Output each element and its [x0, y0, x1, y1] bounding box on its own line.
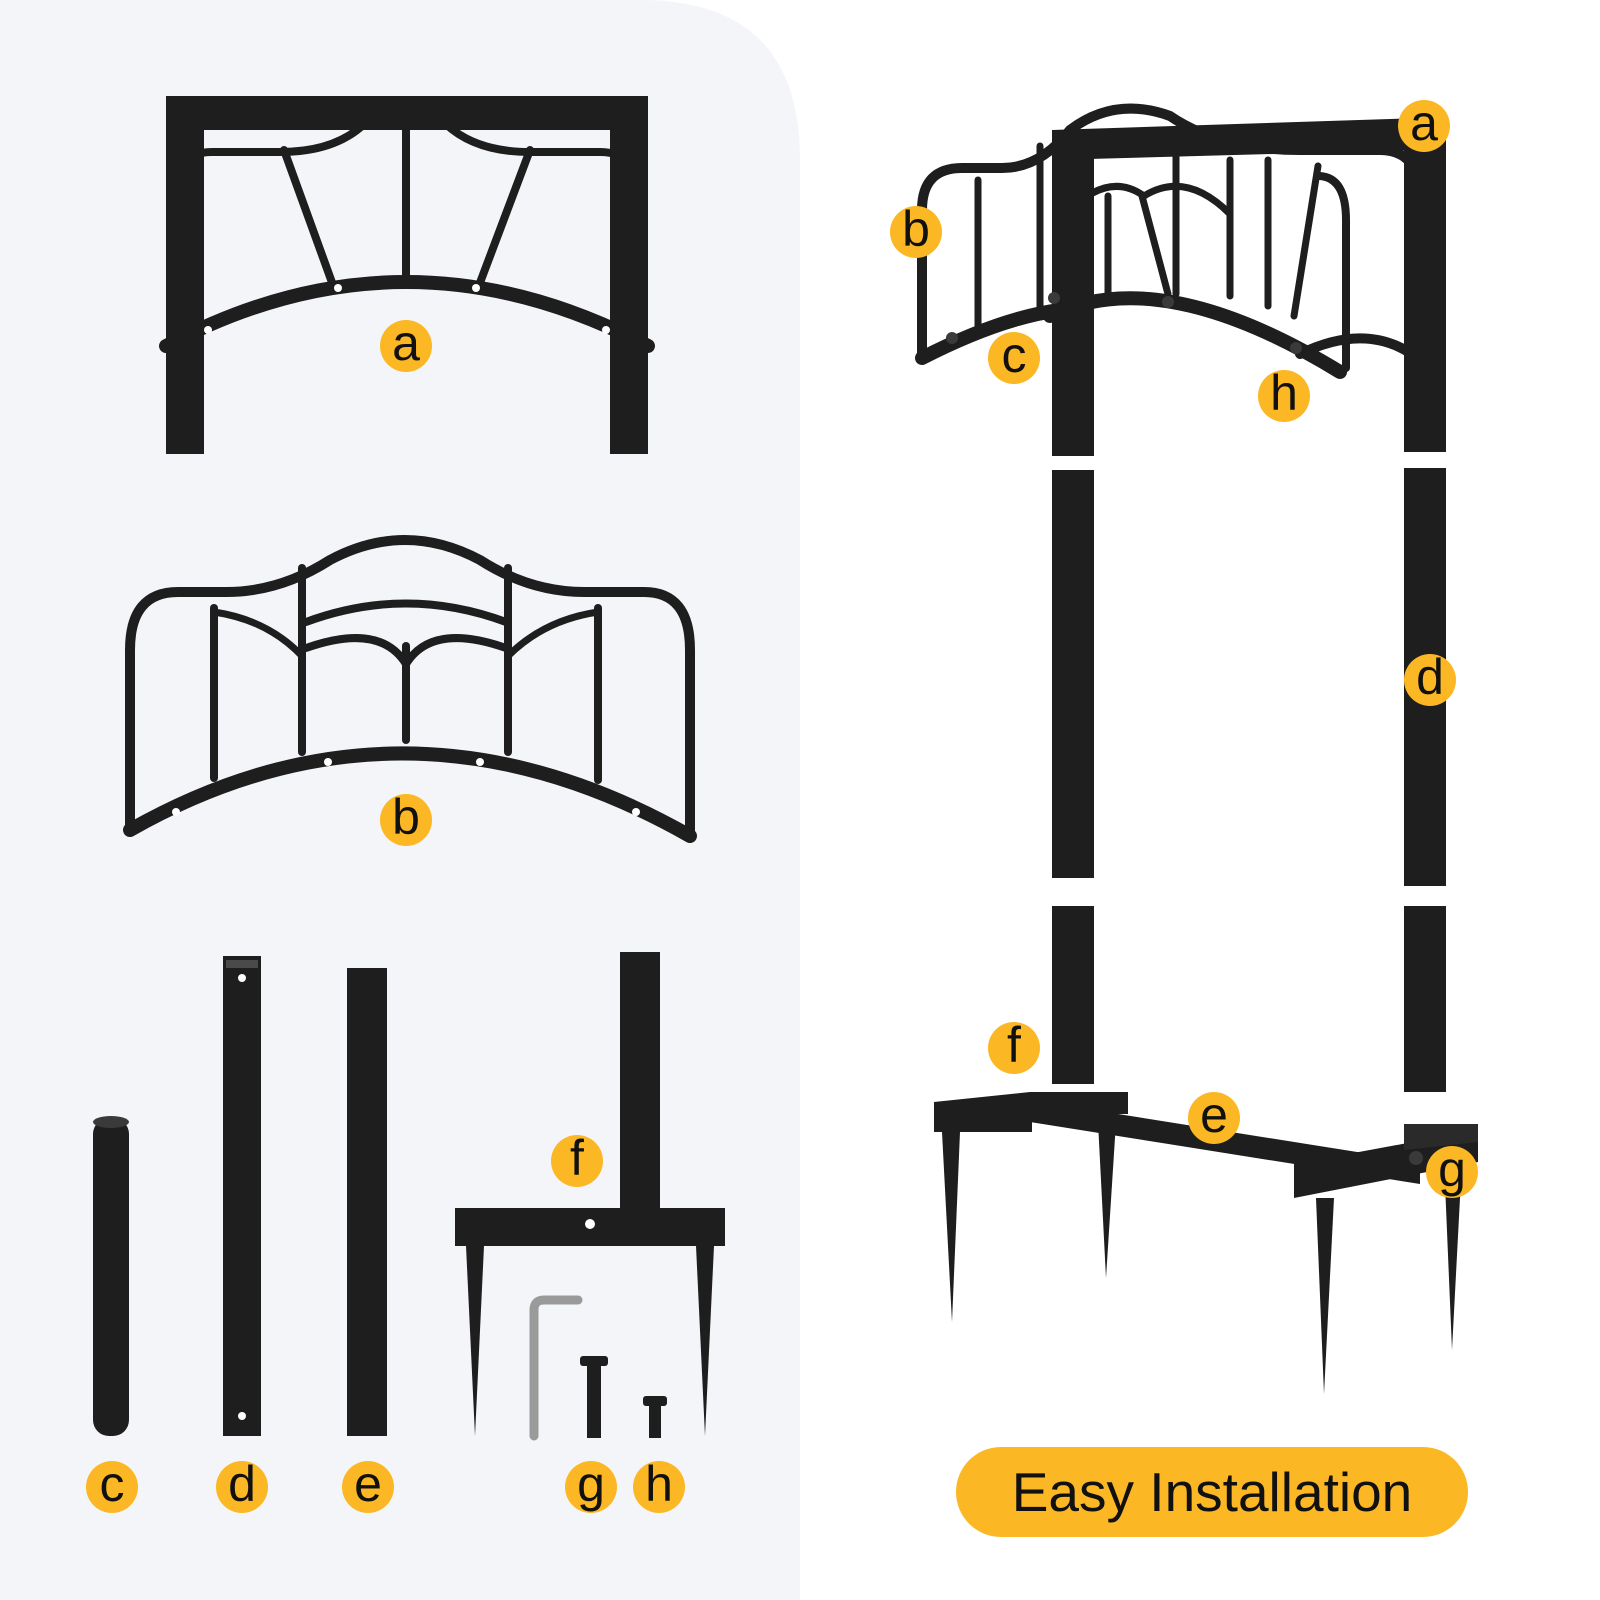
part-label-d: d: [216, 1459, 268, 1513]
assembled-hose-rack: [915, 103, 1478, 1394]
part-c-round-tube: [93, 1116, 129, 1436]
part-d-square-post: [223, 956, 261, 1436]
assembly-label-b: b: [890, 204, 942, 258]
assembly-label-c: c: [988, 330, 1040, 384]
part-b-arched-rack: [123, 535, 697, 843]
part-f-stake-base: [455, 952, 725, 1436]
assembly-label-f: f: [988, 1020, 1040, 1074]
hex-key-wrench: [529, 1295, 583, 1441]
part-label-f: f: [551, 1133, 603, 1187]
part-label-g: g: [565, 1459, 617, 1513]
assembly-label-h: h: [1258, 368, 1310, 422]
assembly-label-g: g: [1426, 1144, 1478, 1198]
part-label-e: e: [342, 1459, 394, 1513]
part-a-top-frame: [159, 96, 655, 454]
part-h-short-bolt: [643, 1396, 667, 1438]
part-label-b: b: [380, 792, 432, 846]
part-g-long-bolt: [580, 1356, 608, 1438]
assembly-label-a: a: [1398, 98, 1450, 152]
part-label-c: c: [86, 1459, 138, 1513]
assembly-label-e: e: [1188, 1090, 1240, 1144]
part-label-h: h: [633, 1459, 685, 1513]
part-e-base-bar: [347, 968, 387, 1436]
part-label-a: a: [380, 318, 432, 372]
assembly-label-d: d: [1404, 652, 1456, 706]
easy-installation-banner: Easy Installation: [956, 1447, 1468, 1537]
